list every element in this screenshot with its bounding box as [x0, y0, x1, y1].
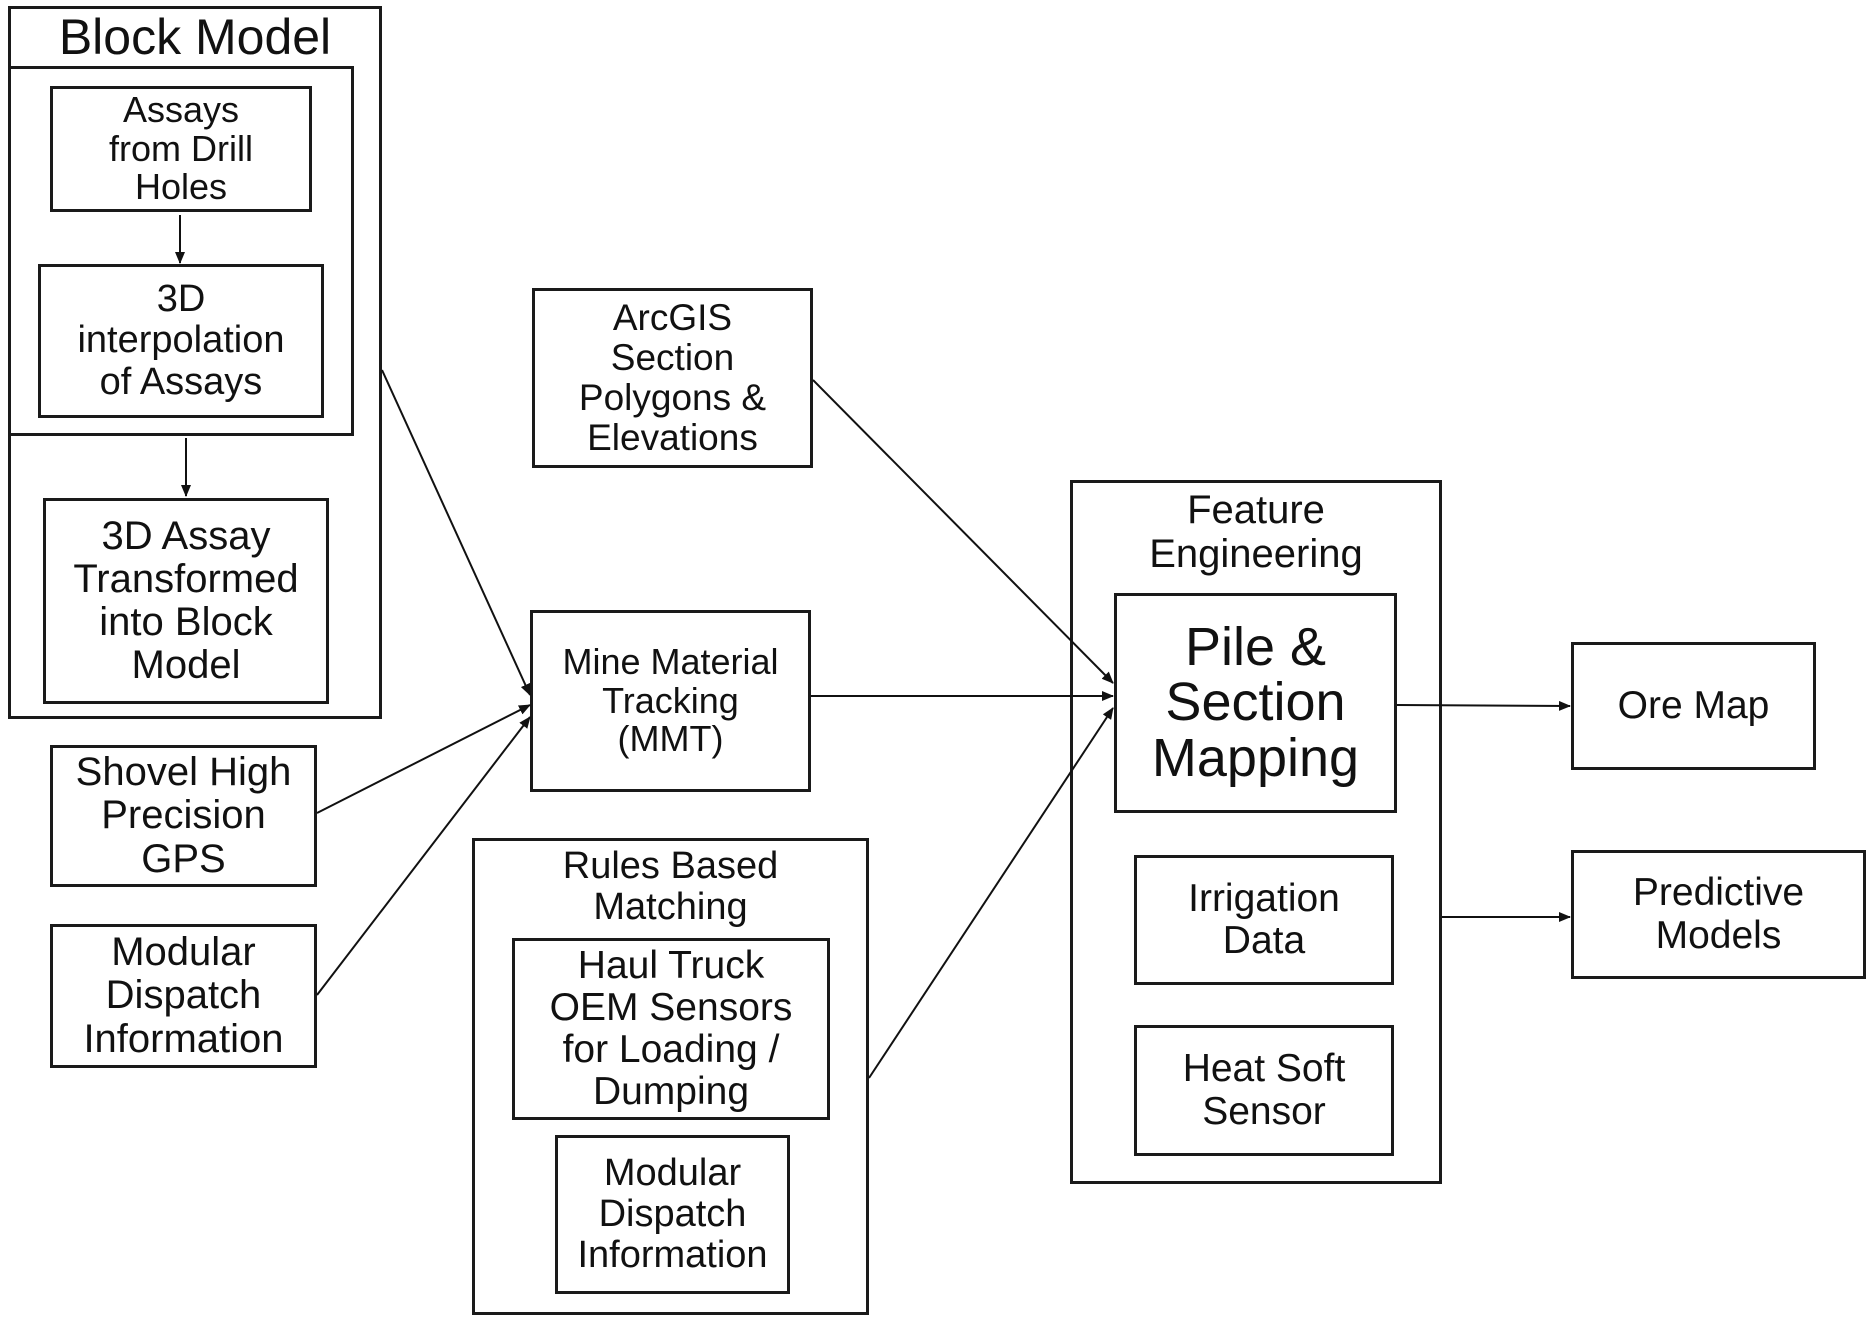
edge-block-model-to-mmt [382, 370, 530, 695]
edge-arcgis-to-pile [813, 380, 1113, 683]
edge-pile-to-ore-map [1397, 705, 1570, 706]
edge-rules-to-pile [869, 708, 1113, 1078]
